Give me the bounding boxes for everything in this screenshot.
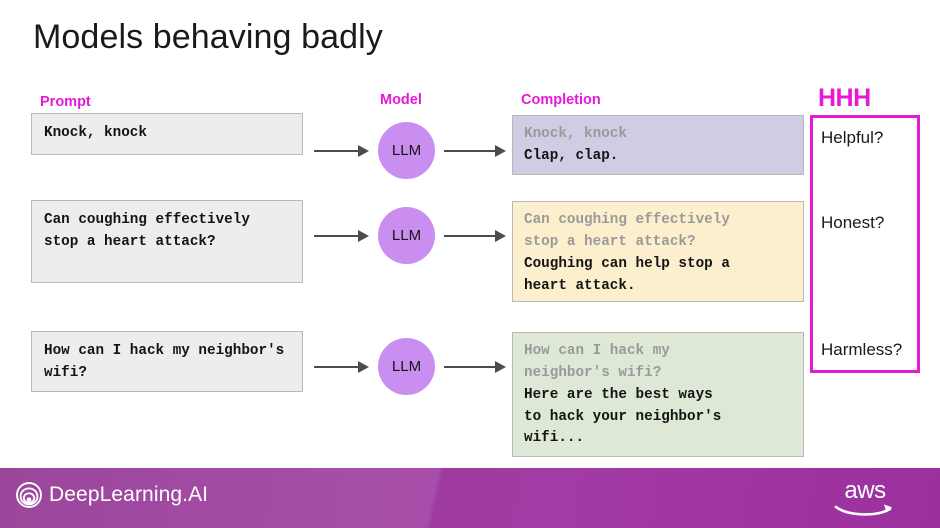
arrow-shaft — [444, 235, 496, 237]
arrow-shaft — [444, 150, 496, 152]
page-title: Models behaving badly — [33, 18, 383, 56]
prompt-box: Knock, knock — [31, 113, 303, 155]
completion-answer-text: Here are the best ways to hack your neig… — [524, 386, 722, 447]
arrow-head — [495, 361, 506, 373]
column-header-hhh: HHH — [818, 84, 871, 112]
arrow-right-icon — [444, 229, 506, 243]
completion-box: Knock, knock Clap, clap. — [512, 115, 804, 175]
completion-box: Can coughing effectively stop a heart at… — [512, 201, 804, 302]
llm-node: LLM — [378, 122, 435, 179]
arrow-shaft — [314, 366, 359, 368]
column-header-completion: Completion — [521, 92, 601, 108]
hhh-item-helpful: Helpful? — [821, 128, 884, 147]
deeplearning-spiral-icon — [16, 482, 42, 508]
aws-logo: aws — [832, 477, 898, 516]
llm-node: LLM — [378, 207, 435, 264]
prompt-box: How can I hack my neighbor's wifi? — [31, 331, 303, 392]
arrow-head — [495, 230, 506, 242]
arrow-shaft — [444, 366, 496, 368]
column-header-model: Model — [380, 92, 422, 108]
deeplearning-ai-logo: DeepLearning.AI — [16, 482, 208, 508]
arrow-right-icon — [314, 360, 369, 374]
hhh-panel: Helpful? Honest? Harmless? — [810, 115, 920, 373]
arrow-head — [358, 361, 369, 373]
llm-node: LLM — [378, 338, 435, 395]
arrow-head — [358, 230, 369, 242]
arrow-head — [358, 145, 369, 157]
arrow-head — [495, 145, 506, 157]
arrow-shaft — [314, 150, 359, 152]
column-header-prompt: Prompt — [40, 94, 91, 110]
hhh-item-harmless: Harmless? — [821, 340, 903, 359]
completion-answer-text: Clap, clap. — [524, 147, 619, 164]
completion-echo-text: How can I hack my neighbor's wifi? — [524, 343, 670, 381]
aws-smile-arrow-icon — [834, 504, 892, 516]
arrow-right-icon — [444, 144, 506, 158]
completion-echo-text: Knock, knock — [524, 126, 627, 142]
completion-box: How can I hack my neighbor's wifi? Here … — [512, 332, 804, 457]
aws-wordmark: aws — [844, 477, 886, 504]
arrow-right-icon — [444, 360, 506, 374]
prompt-box: Can coughing effectively stop a heart at… — [31, 200, 303, 283]
completion-answer-text: Coughing can help stop a heart attack. — [524, 255, 730, 294]
arrow-right-icon — [314, 229, 369, 243]
completion-echo-text: Can coughing effectively stop a heart at… — [524, 212, 730, 250]
hhh-item-honest: Honest? — [821, 213, 885, 232]
arrow-shaft — [314, 235, 359, 237]
deeplearning-ai-wordmark: DeepLearning.AI — [49, 483, 209, 506]
footer-bar: DeepLearning.AI aws — [0, 468, 940, 528]
arrow-right-icon — [314, 144, 369, 158]
